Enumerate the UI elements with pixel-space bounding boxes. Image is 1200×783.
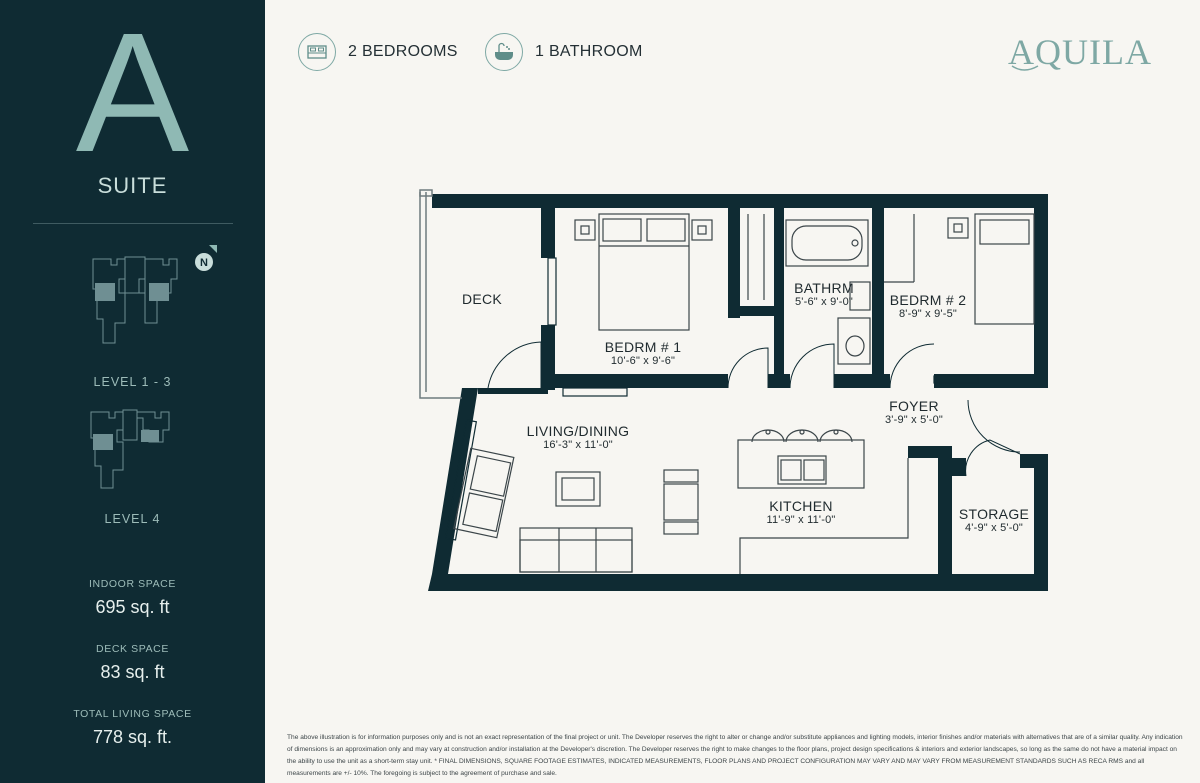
bedroom1-label: BEDRM # 1 10'-6" x 9'-6" xyxy=(583,339,703,367)
bathroom-dim: 5'-6" x 9'-0" xyxy=(794,296,854,308)
deck-space-value: 83 sq. ft xyxy=(100,662,165,682)
total-living-space-value: 778 sq. ft. xyxy=(92,727,173,747)
bathtub-icon xyxy=(485,33,523,71)
deck-name: DECK xyxy=(461,291,503,307)
compass-letter: N xyxy=(200,257,208,269)
kitchen-dim: 11'-9" x 11'-0" xyxy=(766,514,836,526)
living-dining-name: LIVING/DINING xyxy=(526,423,630,439)
bedrooms-text: 2 BEDROOMS xyxy=(348,43,458,60)
bed-icon xyxy=(298,33,336,71)
wall-right-upper xyxy=(1034,194,1048,386)
aquila-logo: AQUILA xyxy=(1008,32,1152,72)
bathroom-name: BATHRM xyxy=(794,280,854,296)
bathrooms-feature: 1 BATHROOM xyxy=(485,32,643,72)
foyer-label: FOYER 3'-9" x 5'-0" xyxy=(864,398,964,426)
kitchen-label: KITCHEN 11'-9" x 11'-0" xyxy=(750,498,852,526)
storage-label: STORAGE 4'-9" x 5'-0" xyxy=(955,506,1033,534)
bedroom2-dim: 8'-9" x 9'-5" xyxy=(898,308,958,320)
bedroom2-name: BEDRM # 2 xyxy=(889,292,967,308)
living-dining-label: LIVING/DINING 16'-3" x 11'-0" xyxy=(510,423,646,451)
bathrooms-text: 1 BATHROOM xyxy=(535,43,643,60)
living-dining-dim: 16'-3" x 11'-0" xyxy=(543,439,613,451)
suite-title: SUITE xyxy=(97,173,168,198)
suite-letter: A xyxy=(75,0,190,188)
bedroom1-dim: 10'-6" x 9'-6" xyxy=(610,355,676,367)
wall-left xyxy=(432,388,478,574)
brand-name: AQUILA xyxy=(1008,32,1152,72)
wall-right-lower xyxy=(1034,468,1048,591)
foyer-name: FOYER xyxy=(889,398,939,414)
bedroom2-label: BEDRM # 2 8'-9" x 9'-5" xyxy=(878,292,978,320)
level-1-3-label: LEVEL 1 - 3 xyxy=(93,375,172,389)
bedrooms-feature: 2 BEDROOMS xyxy=(298,32,458,72)
deck-space-label: DECK SPACE xyxy=(96,643,169,655)
wall-bottom xyxy=(428,574,1048,591)
total-living-space-label: TOTAL LIVING SPACE xyxy=(73,708,192,720)
north-compass-icon: N xyxy=(195,245,217,271)
foyer-dim: 3'-9" x 5'-0" xyxy=(884,414,944,426)
bedroom1-name: BEDRM # 1 xyxy=(604,339,682,355)
keyplan-level-4 xyxy=(90,409,170,489)
level-4-label: LEVEL 4 xyxy=(104,512,161,526)
wall-deck-bedroom-lower xyxy=(541,325,555,390)
wall-deck-bottom xyxy=(478,388,548,394)
sidebar: A SUITE N LEVEL 1 - 3 LEVEL 4 INDOOR SPA… xyxy=(0,0,265,783)
storage-name: STORAGE xyxy=(958,506,1030,522)
sidebar-divider xyxy=(33,223,233,224)
wall-deck-bedroom xyxy=(541,208,555,258)
bathroom-label: BATHRM 5'-6" x 9'-0" xyxy=(778,280,870,308)
deck-label: DECK xyxy=(452,291,512,307)
keyplan-level-1-3 xyxy=(92,256,178,344)
kitchen-name: KITCHEN xyxy=(769,498,833,514)
disclaimer-text: The above illustration is for informatio… xyxy=(287,734,1183,777)
wall-top xyxy=(432,194,1048,208)
storage-dim: 4'-9" x 5'-0" xyxy=(964,522,1024,534)
indoor-space-label: INDOOR SPACE xyxy=(89,578,176,590)
wall-bedroom1-bottom xyxy=(548,374,728,388)
indoor-space-value: 695 sq. ft xyxy=(95,597,170,617)
